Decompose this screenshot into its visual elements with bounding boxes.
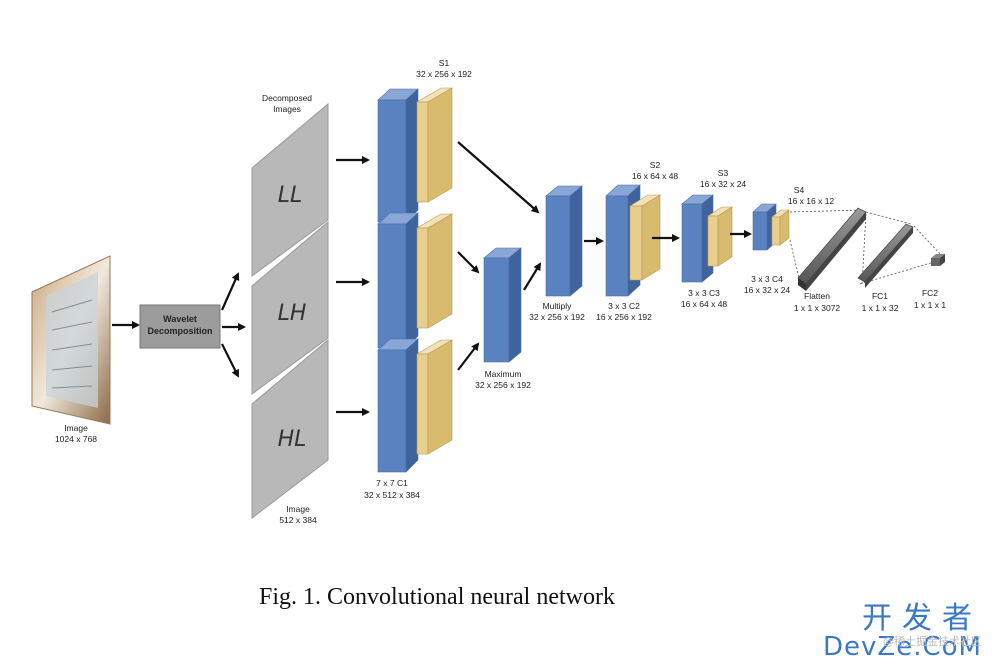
s4-name: S4 xyxy=(794,185,805,195)
c3-size: 16 x 64 x 48 xyxy=(681,299,728,309)
maximum-name: Maximum xyxy=(485,369,522,379)
multiply-name: Multiply xyxy=(543,301,573,311)
figure-caption: Fig. 1. Convolutional neural network xyxy=(259,584,615,610)
plane-lh xyxy=(251,220,329,395)
wavelet-label-line2: Decomposition xyxy=(147,326,212,336)
c3-name: 3 x 3 C3 xyxy=(688,288,720,298)
c4-name: 3 x 3 C4 xyxy=(751,274,783,284)
maximum-block xyxy=(483,247,522,363)
flatten-size: 1 x 1 x 3072 xyxy=(794,303,841,313)
wavelet-decomposition-box xyxy=(139,304,221,349)
fc2-layer xyxy=(931,254,945,266)
s3-block xyxy=(706,206,734,267)
fc1-size: 1 x 1 x 32 xyxy=(862,303,899,313)
fc1-layer xyxy=(857,223,914,288)
s1-block-middle xyxy=(415,213,454,329)
watermark-note: @稀土掘金技术社区 xyxy=(883,635,982,648)
c1-block-middle xyxy=(377,212,419,349)
s1-block-bottom xyxy=(415,339,454,455)
c1-block-bottom xyxy=(377,338,419,473)
multiply-block xyxy=(545,185,583,297)
arrow-wavelet-to-ll xyxy=(220,272,240,311)
c4-size: 16 x 32 x 24 xyxy=(744,285,791,295)
s1-name: S1 xyxy=(439,58,450,68)
arrow-s1-top-to-multiply xyxy=(457,141,540,214)
watermark: 开发者 DevZe.CoM @稀土掘金技术社区 xyxy=(823,601,982,662)
s4-block xyxy=(771,209,790,246)
decomposed-images-label-line2: Images xyxy=(273,104,301,114)
s4-size: 16 x 16 x 12 xyxy=(788,196,835,206)
arrow-s1-bottom-to-maximum xyxy=(457,342,480,371)
plane-hl xyxy=(251,338,329,520)
input-image xyxy=(31,255,111,425)
dashed-connectors xyxy=(789,209,943,286)
multiply-size: 32 x 256 x 192 xyxy=(529,312,585,322)
fc2-name: FC2 xyxy=(922,288,938,298)
flatten-layer xyxy=(797,207,867,291)
c1-name: 7 x 7 C1 xyxy=(376,478,408,488)
plane-lh-label: LH xyxy=(278,301,307,326)
decomposed-images-label-line1: Decomposed xyxy=(262,93,312,103)
fc1-name: FC1 xyxy=(872,291,888,301)
s3-name: S3 xyxy=(718,168,729,178)
c1-block-top xyxy=(377,88,419,223)
s1-block-top xyxy=(415,87,454,203)
c2-name: 3 x 3 C2 xyxy=(608,301,640,311)
s1-size: 32 x 256 x 192 xyxy=(416,69,472,79)
arrow-maximum-to-multiply xyxy=(523,262,542,291)
s2-name: S2 xyxy=(650,160,661,170)
input-image-label: Image xyxy=(64,423,88,433)
c2-size: 16 x 256 x 192 xyxy=(596,312,652,322)
arrow-wavelet-to-hl xyxy=(221,343,239,378)
input-image-size: 1024 x 768 xyxy=(55,434,97,444)
s2-size: 16 x 64 x 48 xyxy=(632,171,679,181)
flatten-name: Flatten xyxy=(804,291,830,301)
sub-image-size: 512 x 384 xyxy=(279,515,317,525)
watermark-chinese: 开发者 xyxy=(862,601,982,636)
maximum-size: 32 x 256 x 192 xyxy=(475,380,531,390)
plane-ll xyxy=(251,102,329,277)
s2-block xyxy=(628,194,662,281)
c1-size: 32 x 512 x 384 xyxy=(364,490,420,500)
s3-size: 16 x 32 x 24 xyxy=(700,179,747,189)
arrow-s1-middle-to-maximum xyxy=(457,251,480,274)
wavelet-label-line1: Wavelet xyxy=(163,314,197,324)
watermark-english: DevZe.CoM xyxy=(823,632,982,662)
fc2-size: 1 x 1 x 1 xyxy=(914,300,946,310)
plane-hl-label: HL xyxy=(278,427,307,452)
plane-ll-label: LL xyxy=(278,183,303,208)
sub-image-label: Image xyxy=(286,504,310,514)
